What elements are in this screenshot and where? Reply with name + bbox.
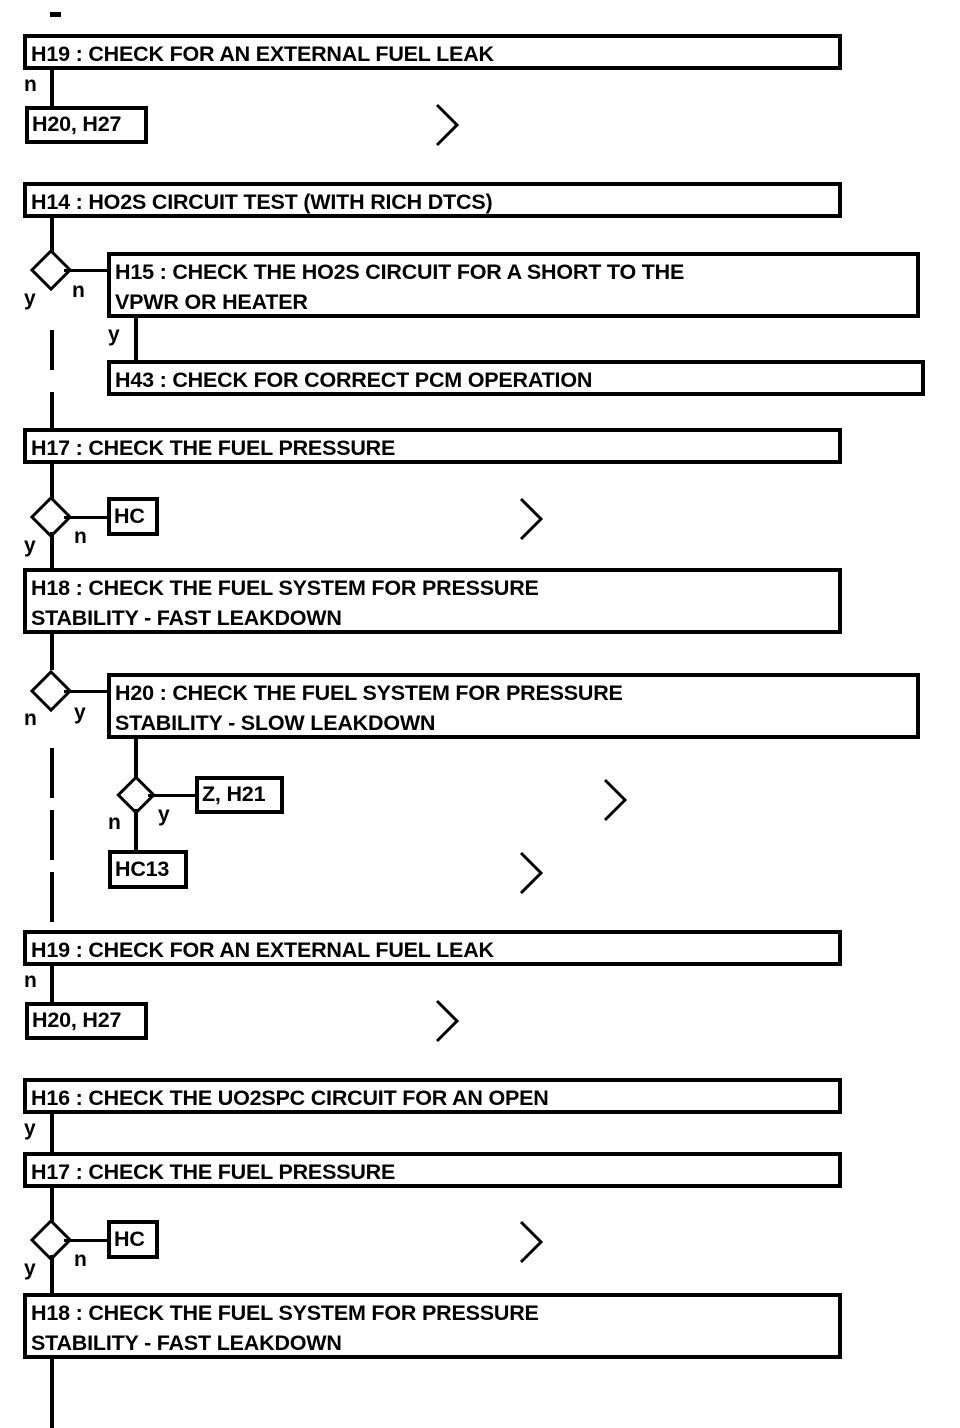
branch-label-y-1: y bbox=[24, 287, 36, 310]
step-box-h20-slow-leakdown[interactable]: H20 : CHECK THE FUEL SYSTEM FOR PRESSURE… bbox=[107, 673, 920, 739]
branch-label-n-3: n bbox=[74, 525, 87, 548]
step-box-h16-uo2spc-circuit-open[interactable]: H16 : CHECK THE UO2SPC CIRCUIT FOR AN OP… bbox=[23, 1078, 842, 1114]
connector-decision3-y-to-h20 bbox=[64, 690, 108, 693]
step-box-h19-external-fuel-leak[interactable]: H19 : CHECK FOR AN EXTERNAL FUEL LEAK bbox=[23, 34, 842, 70]
connector-h17b-to-decision-5 bbox=[50, 1188, 54, 1224]
decision-diamond-1[interactable] bbox=[29, 248, 73, 292]
branch-label-n-5: n bbox=[108, 811, 121, 834]
chevron-marker-1 bbox=[434, 102, 460, 148]
chevron-marker-2 bbox=[518, 496, 544, 542]
connector-h19b-to-h20h27b bbox=[50, 966, 54, 1002]
chevron-marker-6 bbox=[518, 1219, 544, 1265]
connector-h15-to-h43 bbox=[134, 318, 138, 360]
step-box-h19-external-fuel-leak-b[interactable]: H19 : CHECK FOR AN EXTERNAL FUEL LEAK bbox=[23, 930, 842, 966]
step-box-h15-ho2s-short-vpwr-heater[interactable]: H15 : CHECK THE HO2S CIRCUIT FOR A SHORT… bbox=[107, 252, 920, 318]
branch-label-n-1: n bbox=[24, 73, 37, 96]
chevron-marker-5 bbox=[434, 998, 460, 1044]
decision-diamond-2[interactable] bbox=[29, 495, 73, 539]
step-box-h43-correct-pcm-operation[interactable]: H43 : CHECK FOR CORRECT PCM OPERATION bbox=[107, 360, 925, 396]
connector-decision5-n-to-hc bbox=[64, 1239, 109, 1242]
step-box-h14-ho2s-circuit-test[interactable]: H14 : HO2S CIRCUIT TEST (WITH RICH DTCS) bbox=[23, 182, 842, 218]
connector-h19-to-h20h27 bbox=[50, 70, 54, 106]
ref-box-hc-a[interactable]: HC bbox=[107, 497, 159, 536]
ref-box-h20-h27-b[interactable]: H20, H27 bbox=[25, 1002, 148, 1040]
branch-label-y-7: y bbox=[24, 1257, 36, 1280]
branch-label-n-4: n bbox=[24, 707, 37, 730]
branch-label-n-6: n bbox=[24, 969, 37, 992]
branch-label-y-4: y bbox=[74, 701, 86, 724]
connector-decision4-y-to-z-h21 bbox=[148, 794, 196, 797]
step-box-h18-fast-leakdown-b[interactable]: H18 : CHECK THE FUEL SYSTEM FOR PRESSURE… bbox=[23, 1293, 842, 1359]
connector-h18b-continues-down bbox=[50, 1359, 54, 1428]
branch-label-n-2: n bbox=[72, 279, 85, 302]
connector-h16-to-h17b bbox=[50, 1114, 54, 1152]
branch-label-y-3: y bbox=[24, 534, 36, 557]
step-box-h18-fast-leakdown-a[interactable]: H18 : CHECK THE FUEL SYSTEM FOR PRESSURE… bbox=[23, 568, 842, 634]
decision-diamond-5[interactable] bbox=[29, 1218, 73, 1262]
connector-decision1-y-dashed bbox=[50, 330, 54, 428]
branch-label-y-2: y bbox=[108, 323, 120, 346]
ref-box-hc13[interactable]: HC13 bbox=[108, 850, 188, 889]
branch-label-y-5: y bbox=[158, 803, 170, 826]
step-box-h17-check-fuel-pressure-b[interactable]: H17 : CHECK THE FUEL PRESSURE bbox=[23, 1152, 842, 1188]
connector-decision2-y-to-h18a bbox=[50, 532, 54, 568]
branch-label-y-6: y bbox=[24, 1117, 36, 1140]
connector-h17a-to-decision-2 bbox=[50, 464, 54, 500]
connector-decision3-n-dashed bbox=[50, 748, 54, 932]
connector-decision4-n-to-hc13 bbox=[134, 809, 138, 850]
chevron-marker-3 bbox=[602, 777, 628, 823]
decision-diamond-4[interactable] bbox=[116, 775, 156, 815]
ref-box-hc-b[interactable]: HC bbox=[107, 1220, 159, 1259]
branch-label-n-7: n bbox=[74, 1248, 87, 1271]
connector-h18a-to-decision-3 bbox=[50, 634, 54, 670]
connector-decision1-n-to-h15 bbox=[64, 269, 108, 272]
top-tick-mark bbox=[50, 12, 61, 17]
connector-h14-to-decision-1 bbox=[50, 218, 54, 254]
connector-h20-to-decision-4 bbox=[134, 739, 138, 780]
decision-diamond-3[interactable] bbox=[29, 669, 73, 713]
step-box-h17-check-fuel-pressure-a[interactable]: H17 : CHECK THE FUEL PRESSURE bbox=[23, 428, 842, 464]
chevron-marker-4 bbox=[518, 850, 544, 896]
ref-box-h20-h27-a[interactable]: H20, H27 bbox=[25, 106, 148, 144]
connector-decision2-n-to-hc bbox=[64, 516, 109, 519]
ref-box-z-h21[interactable]: Z, H21 bbox=[195, 776, 284, 814]
connector-decision5-y-to-h18b bbox=[50, 1255, 54, 1293]
